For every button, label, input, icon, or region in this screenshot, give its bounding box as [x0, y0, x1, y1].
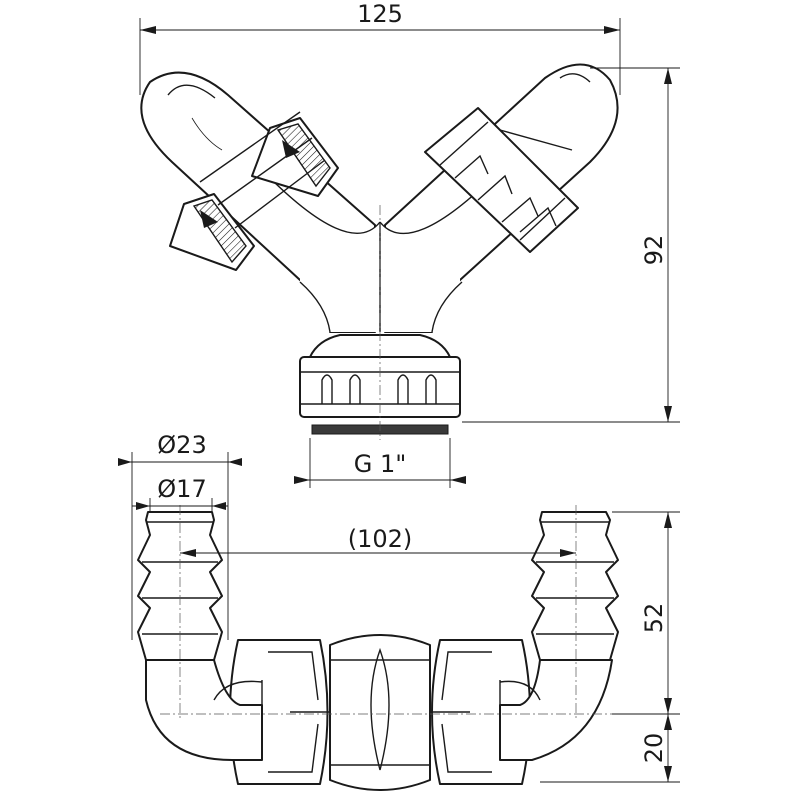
- right-hose-barb: [531, 511, 619, 661]
- dim-outer-diameter: Ø23: [118, 431, 242, 640]
- dim-spacing: (102): [180, 525, 576, 557]
- dim-thread: G 1": [294, 438, 466, 488]
- dim-top-width: 125: [139, 0, 621, 95]
- dim-label-125: 125: [357, 0, 403, 28]
- dim-barb-height: 52: [612, 511, 680, 715]
- dim-label-inner-diameter: Ø17: [157, 475, 206, 503]
- dim-elbow-height: 20: [540, 714, 680, 783]
- dim-label-92: 92: [640, 235, 668, 266]
- dim-label-52: 52: [640, 603, 668, 634]
- dim-top-height: 92: [462, 67, 680, 423]
- dim-inner-diameter: Ø17: [132, 475, 228, 512]
- dim-label-spacing: (102): [348, 525, 413, 553]
- left-elbow: [145, 659, 263, 761]
- dim-label-outer-diameter: Ø23: [157, 431, 206, 459]
- elbows-bottom-view: [137, 505, 640, 791]
- dim-label-thread: G 1": [354, 450, 407, 478]
- y-fitting-top-view: [140, 63, 619, 440]
- dim-label-20: 20: [640, 733, 668, 764]
- center-body: [329, 634, 431, 791]
